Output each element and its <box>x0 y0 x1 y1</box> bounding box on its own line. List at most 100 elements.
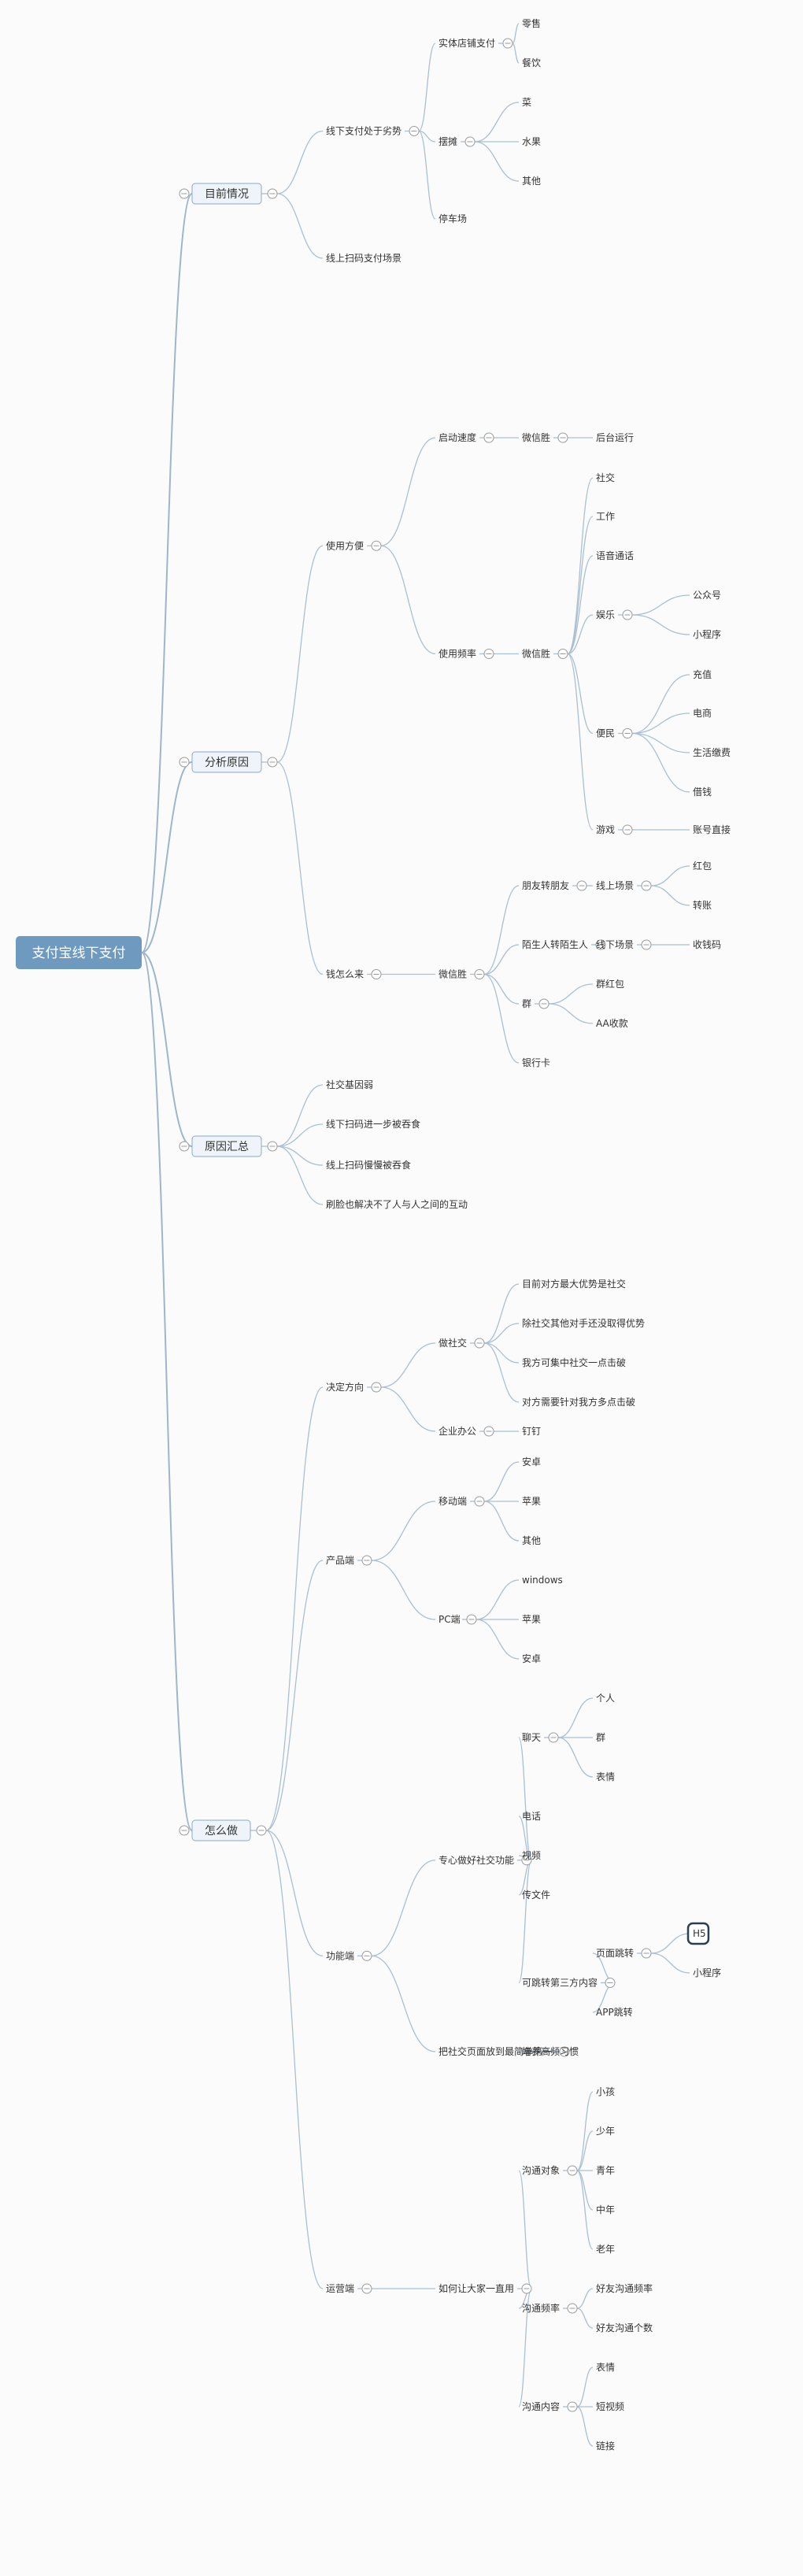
connector-line <box>276 130 324 194</box>
connector-line <box>631 674 690 735</box>
connector-line <box>265 1830 324 2289</box>
connector-line <box>576 2170 594 2211</box>
mind-map-node: 对方需要针对我方多点击破 <box>522 1396 635 1408</box>
mind-map-node: 少年 <box>596 2126 615 2137</box>
collapse-toggle-icon[interactable] <box>466 1614 477 1625</box>
collapse-toggle-icon[interactable] <box>483 649 494 659</box>
collapse-toggle-icon[interactable] <box>179 1825 190 1836</box>
branch-node[interactable]: 怎么做 <box>191 1819 251 1841</box>
collapse-toggle-icon[interactable] <box>483 432 494 443</box>
collapse-toggle-icon[interactable] <box>502 38 513 49</box>
mind-map-node: 后台运行 <box>596 431 634 443</box>
collapse-toggle-icon[interactable] <box>521 2283 532 2294</box>
collapse-toggle-icon[interactable] <box>361 1555 372 1566</box>
collapse-toggle-icon[interactable] <box>595 939 606 950</box>
collapse-toggle-icon[interactable] <box>622 728 633 738</box>
collapse-toggle-icon[interactable] <box>474 1338 485 1349</box>
mind-map-node: 如何让大家一直用 <box>439 2282 514 2294</box>
collapse-toggle-icon[interactable] <box>256 1825 267 1836</box>
branch-node[interactable]: 目前情况 <box>191 183 262 205</box>
edges-layer <box>141 23 690 2447</box>
connector-line <box>380 1342 436 1388</box>
connector-line <box>483 1283 520 1344</box>
branch-node[interactable]: 原因汇总 <box>191 1135 262 1157</box>
mind-map-node: 培养高频习惯 <box>522 2045 579 2057</box>
collapse-toggle-icon[interactable] <box>567 2401 578 2412</box>
collapse-toggle-icon[interactable] <box>474 969 485 979</box>
collapse-toggle-icon[interactable] <box>179 1141 190 1152</box>
mind-map-node: 陌生人转陌生人 <box>522 938 588 950</box>
connector-line <box>576 2091 594 2171</box>
branch-connector <box>141 761 193 953</box>
branch-node[interactable]: 分析原因 <box>191 751 262 773</box>
connector-line <box>548 983 594 1005</box>
collapse-toggle-icon[interactable] <box>464 136 476 147</box>
connector-line <box>380 437 436 546</box>
collapse-toggle-icon[interactable] <box>641 1948 652 1959</box>
collapse-toggle-icon[interactable] <box>179 757 190 768</box>
mind-map-node: 小程序 <box>693 628 721 640</box>
branch-node-label: 目前情况 <box>205 187 249 201</box>
mind-map-node: 青年 <box>596 2165 615 2176</box>
collapse-toggle-icon[interactable] <box>538 998 550 1009</box>
mind-map-node: 微信胜 <box>522 648 550 660</box>
collapse-toggle-icon[interactable] <box>622 824 633 835</box>
mind-map-node: 钉钉 <box>522 1426 541 1437</box>
mind-map-node: 可跳转第三方内容 <box>522 1977 598 1989</box>
collapse-toggle-icon[interactable] <box>557 432 568 443</box>
mind-map-node: 生活缴费 <box>693 746 731 758</box>
collapse-toggle-icon[interactable] <box>641 939 652 950</box>
collapse-toggle-icon[interactable] <box>267 1141 278 1152</box>
collapse-toggle-icon[interactable] <box>567 2303 578 2314</box>
mind-map-node: 使用频率 <box>439 648 476 660</box>
connector-line <box>474 141 520 182</box>
collapse-toggle-icon[interactable] <box>622 609 633 620</box>
connector-line <box>483 1501 520 1542</box>
collapse-toggle-icon[interactable] <box>361 2283 372 2294</box>
mind-map-node: 餐饮 <box>522 57 541 68</box>
connector-line <box>276 1146 324 1166</box>
connector-line <box>276 1146 324 1205</box>
nodes-layer: 支付宝线下支付目前情况线下支付处于劣势实体店铺支付零售餐饮摆摊菜水果其他停车场线… <box>16 17 731 2452</box>
collapse-toggle-icon[interactable] <box>267 188 278 199</box>
collapse-toggle-icon[interactable] <box>483 1426 494 1437</box>
mind-map-node: 启动速度 <box>439 431 476 443</box>
connector-line <box>631 594 690 616</box>
collapse-toggle-icon[interactable] <box>548 1732 559 1743</box>
connector-line <box>483 1461 520 1502</box>
mind-map-node: 移动端 <box>439 1496 467 1507</box>
collapse-toggle-icon[interactable] <box>576 880 587 891</box>
mind-map-node: 目前对方最大优势是社交 <box>522 1278 626 1290</box>
branch-node-label: 怎么做 <box>205 1825 238 1838</box>
collapse-toggle-icon[interactable] <box>371 969 382 979</box>
mind-map-node: 账号直接 <box>693 824 731 835</box>
collapse-toggle-icon[interactable] <box>267 757 278 768</box>
connector-line <box>265 1830 324 1957</box>
highlighted-node-frame <box>686 1922 710 1945</box>
connector-line <box>380 1386 436 1432</box>
mind-map-node: 好友沟通频率 <box>596 2282 653 2294</box>
mind-map-node: 功能端 <box>326 1950 354 1961</box>
root-node[interactable]: 支付宝线下支付 <box>16 936 142 969</box>
collapse-toggle-icon[interactable] <box>521 1855 532 1866</box>
collapse-toggle-icon[interactable] <box>474 1496 485 1507</box>
collapse-toggle-icon[interactable] <box>361 1950 372 1961</box>
collapse-toggle-icon[interactable] <box>409 126 420 136</box>
collapse-toggle-icon[interactable] <box>179 188 190 199</box>
collapse-toggle-icon[interactable] <box>371 540 382 551</box>
connector-line <box>418 43 436 132</box>
mind-map-node: 红包 <box>693 860 712 872</box>
connector-line <box>650 1933 690 1954</box>
collapse-toggle-icon[interactable] <box>567 2165 578 2176</box>
collapse-toggle-icon[interactable] <box>371 1382 382 1393</box>
connector-line <box>650 865 690 886</box>
collapse-toggle-icon[interactable] <box>605 1978 616 1988</box>
collapse-toggle-icon[interactable] <box>559 2046 570 2057</box>
mind-map-node: 电商 <box>693 707 712 719</box>
connector-line <box>418 130 436 220</box>
connector-line <box>371 1955 436 2052</box>
mind-map-node: 游戏 <box>596 824 615 835</box>
mind-map-node: 语音通话 <box>596 550 634 561</box>
collapse-toggle-icon[interactable] <box>641 880 652 891</box>
collapse-toggle-icon[interactable] <box>557 649 568 659</box>
